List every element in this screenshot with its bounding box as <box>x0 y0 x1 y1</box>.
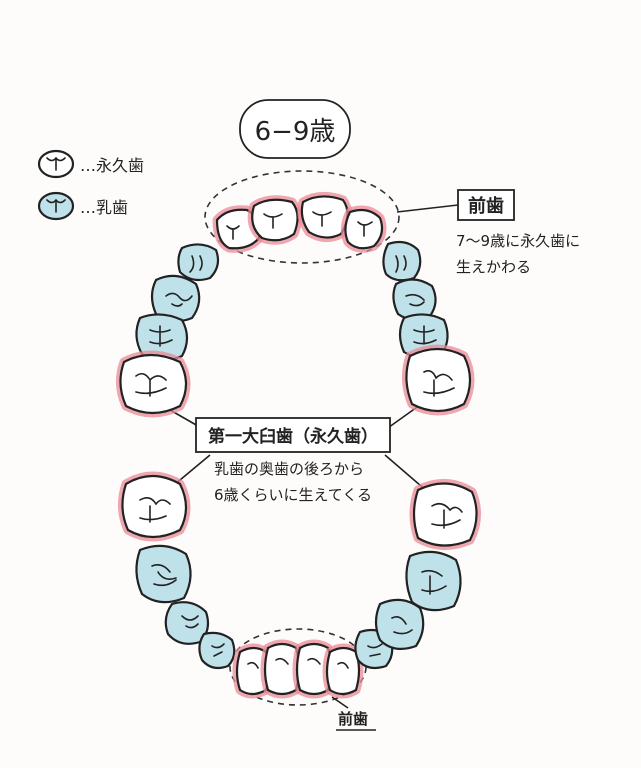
upper-front-label: 前歯 7〜9歳に永久歯に 生えかわる <box>456 189 580 276</box>
tooth-upper-right-molar <box>405 347 472 413</box>
legend-permanent: …永久歯 <box>37 149 144 179</box>
upper-left-baby-teeth <box>135 243 220 362</box>
tooth-upper-incisor-3 <box>300 195 349 239</box>
tooth-lower-right-baby-3 <box>405 550 462 612</box>
upper-front-title-box <box>457 189 515 221</box>
lower-left-baby-teeth <box>135 544 236 670</box>
tooth-upper-left-baby-1 <box>177 243 220 282</box>
title-group: 6−9歳 <box>239 99 351 159</box>
title-text: 6−9歳 <box>255 117 336 147</box>
tooth-upper-left-baby-3 <box>135 313 189 362</box>
title-box <box>239 99 351 159</box>
lower-front-title: 前歯 <box>338 710 368 728</box>
tooth-upper-right-baby-2 <box>392 278 437 321</box>
tooth-upper-right-baby-1 <box>382 240 422 282</box>
tooth-lower-right-molar <box>412 482 478 547</box>
lower-right-baby-teeth <box>354 550 462 670</box>
legend: …永久歯 …乳歯 <box>37 149 144 221</box>
upper-right-first-molar <box>402 344 475 416</box>
tooth-lower-left-baby-1 <box>135 544 192 604</box>
tooth-lower-right-baby-2 <box>374 598 425 651</box>
lower-front-label: 前歯 <box>336 710 376 731</box>
tooth-upper-incisor-2 <box>251 198 299 242</box>
upper-incisors <box>212 192 387 253</box>
tooth-lower-left-molar <box>121 474 188 539</box>
legend-baby-label: …乳歯 <box>80 198 128 217</box>
lower-right-first-molar <box>409 479 481 550</box>
tooth-upper-left-baby-2 <box>150 274 201 323</box>
legend-permanent-label: …永久歯 <box>80 156 144 175</box>
molar-title: 第一大臼歯（永久歯） <box>208 426 378 447</box>
upper-left-first-molar <box>116 350 191 418</box>
tooth-lower-left-baby-3 <box>198 631 236 670</box>
upper-front-desc-2: 生えかわる <box>456 258 531 276</box>
molar-label: 第一大臼歯（永久歯） 乳歯の奥歯の後ろから 6歳くらいに生えてくる <box>195 417 391 504</box>
upper-front-title: 前歯 <box>468 195 504 217</box>
tooth-lower-incisor-4 <box>325 646 361 696</box>
upper-right-baby-teeth <box>382 240 449 359</box>
molar-desc-1: 乳歯の奥歯の後ろから <box>214 460 364 478</box>
upper-front-dashed-oval <box>204 170 400 264</box>
legend-baby: …乳歯 <box>37 191 128 221</box>
molar-desc-2: 6歳くらいに生えてくる <box>214 486 372 504</box>
lower-incisors <box>232 639 364 699</box>
upper-front-desc-1: 7〜9歳に永久歯に <box>456 232 580 250</box>
lower-left-first-molar <box>118 471 191 542</box>
molar-title-box <box>195 417 391 453</box>
tooth-upper-left-molar <box>119 353 188 415</box>
